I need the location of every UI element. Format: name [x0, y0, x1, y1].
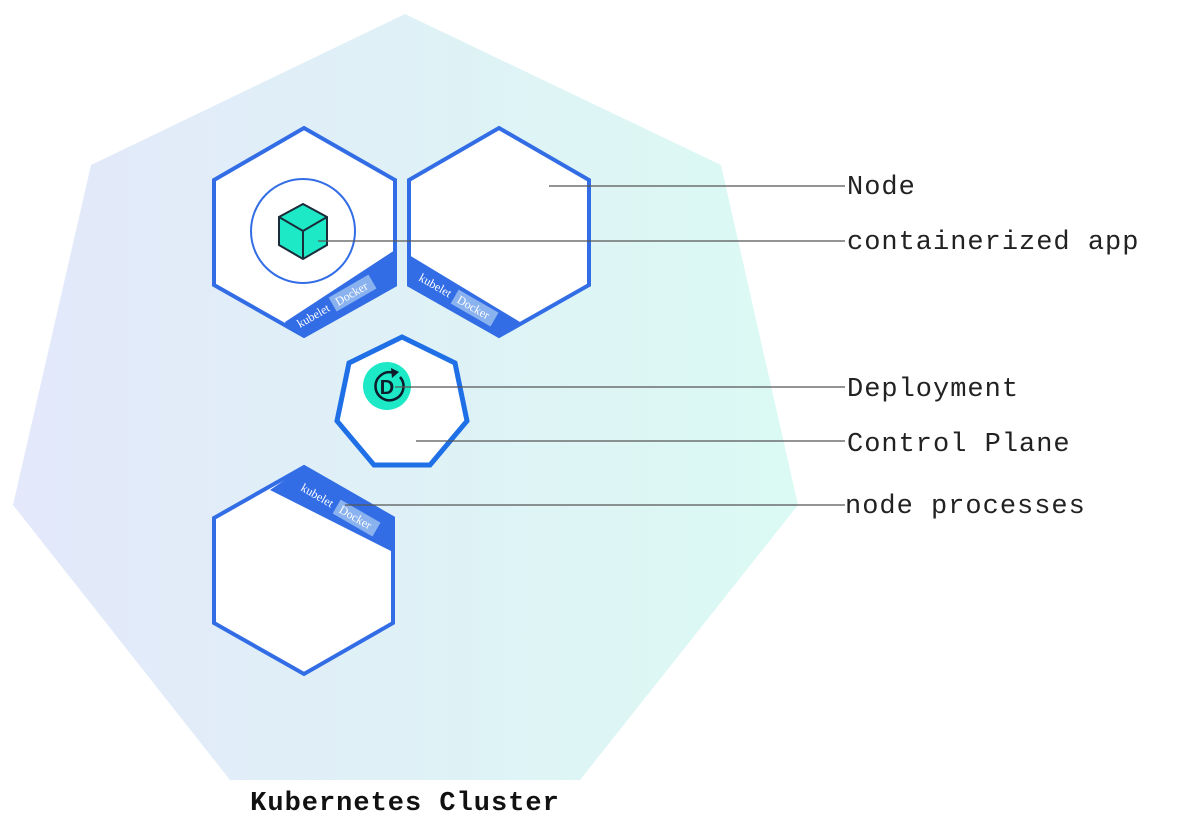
callout-deployment: Deployment: [847, 375, 1019, 405]
callout-lines: [318, 185, 845, 506]
callout-containerized-app: containerized app: [847, 228, 1139, 258]
node-1: kubelet Docker: [212, 125, 397, 339]
docker-label-bg: [328, 274, 377, 312]
deployment-icon: D: [363, 362, 411, 410]
docker-label-bg: [332, 499, 381, 537]
callout-control-plane: Control Plane: [847, 430, 1071, 460]
node-3: kubelet Docker: [212, 464, 395, 677]
containerized-app-cube-icon: [278, 202, 328, 261]
control-plane: D: [334, 334, 470, 468]
callout-node-processes: node processes: [845, 492, 1086, 522]
deployment-icon-letter: D: [380, 377, 394, 399]
node-3-process-band: [270, 467, 393, 552]
docker-label-bg: [450, 289, 499, 327]
callout-node: Node: [847, 173, 916, 203]
cluster-title: Kubernetes Cluster: [250, 789, 560, 819]
node-2: kubelet Docker: [407, 125, 591, 339]
container-ring: [250, 178, 356, 284]
